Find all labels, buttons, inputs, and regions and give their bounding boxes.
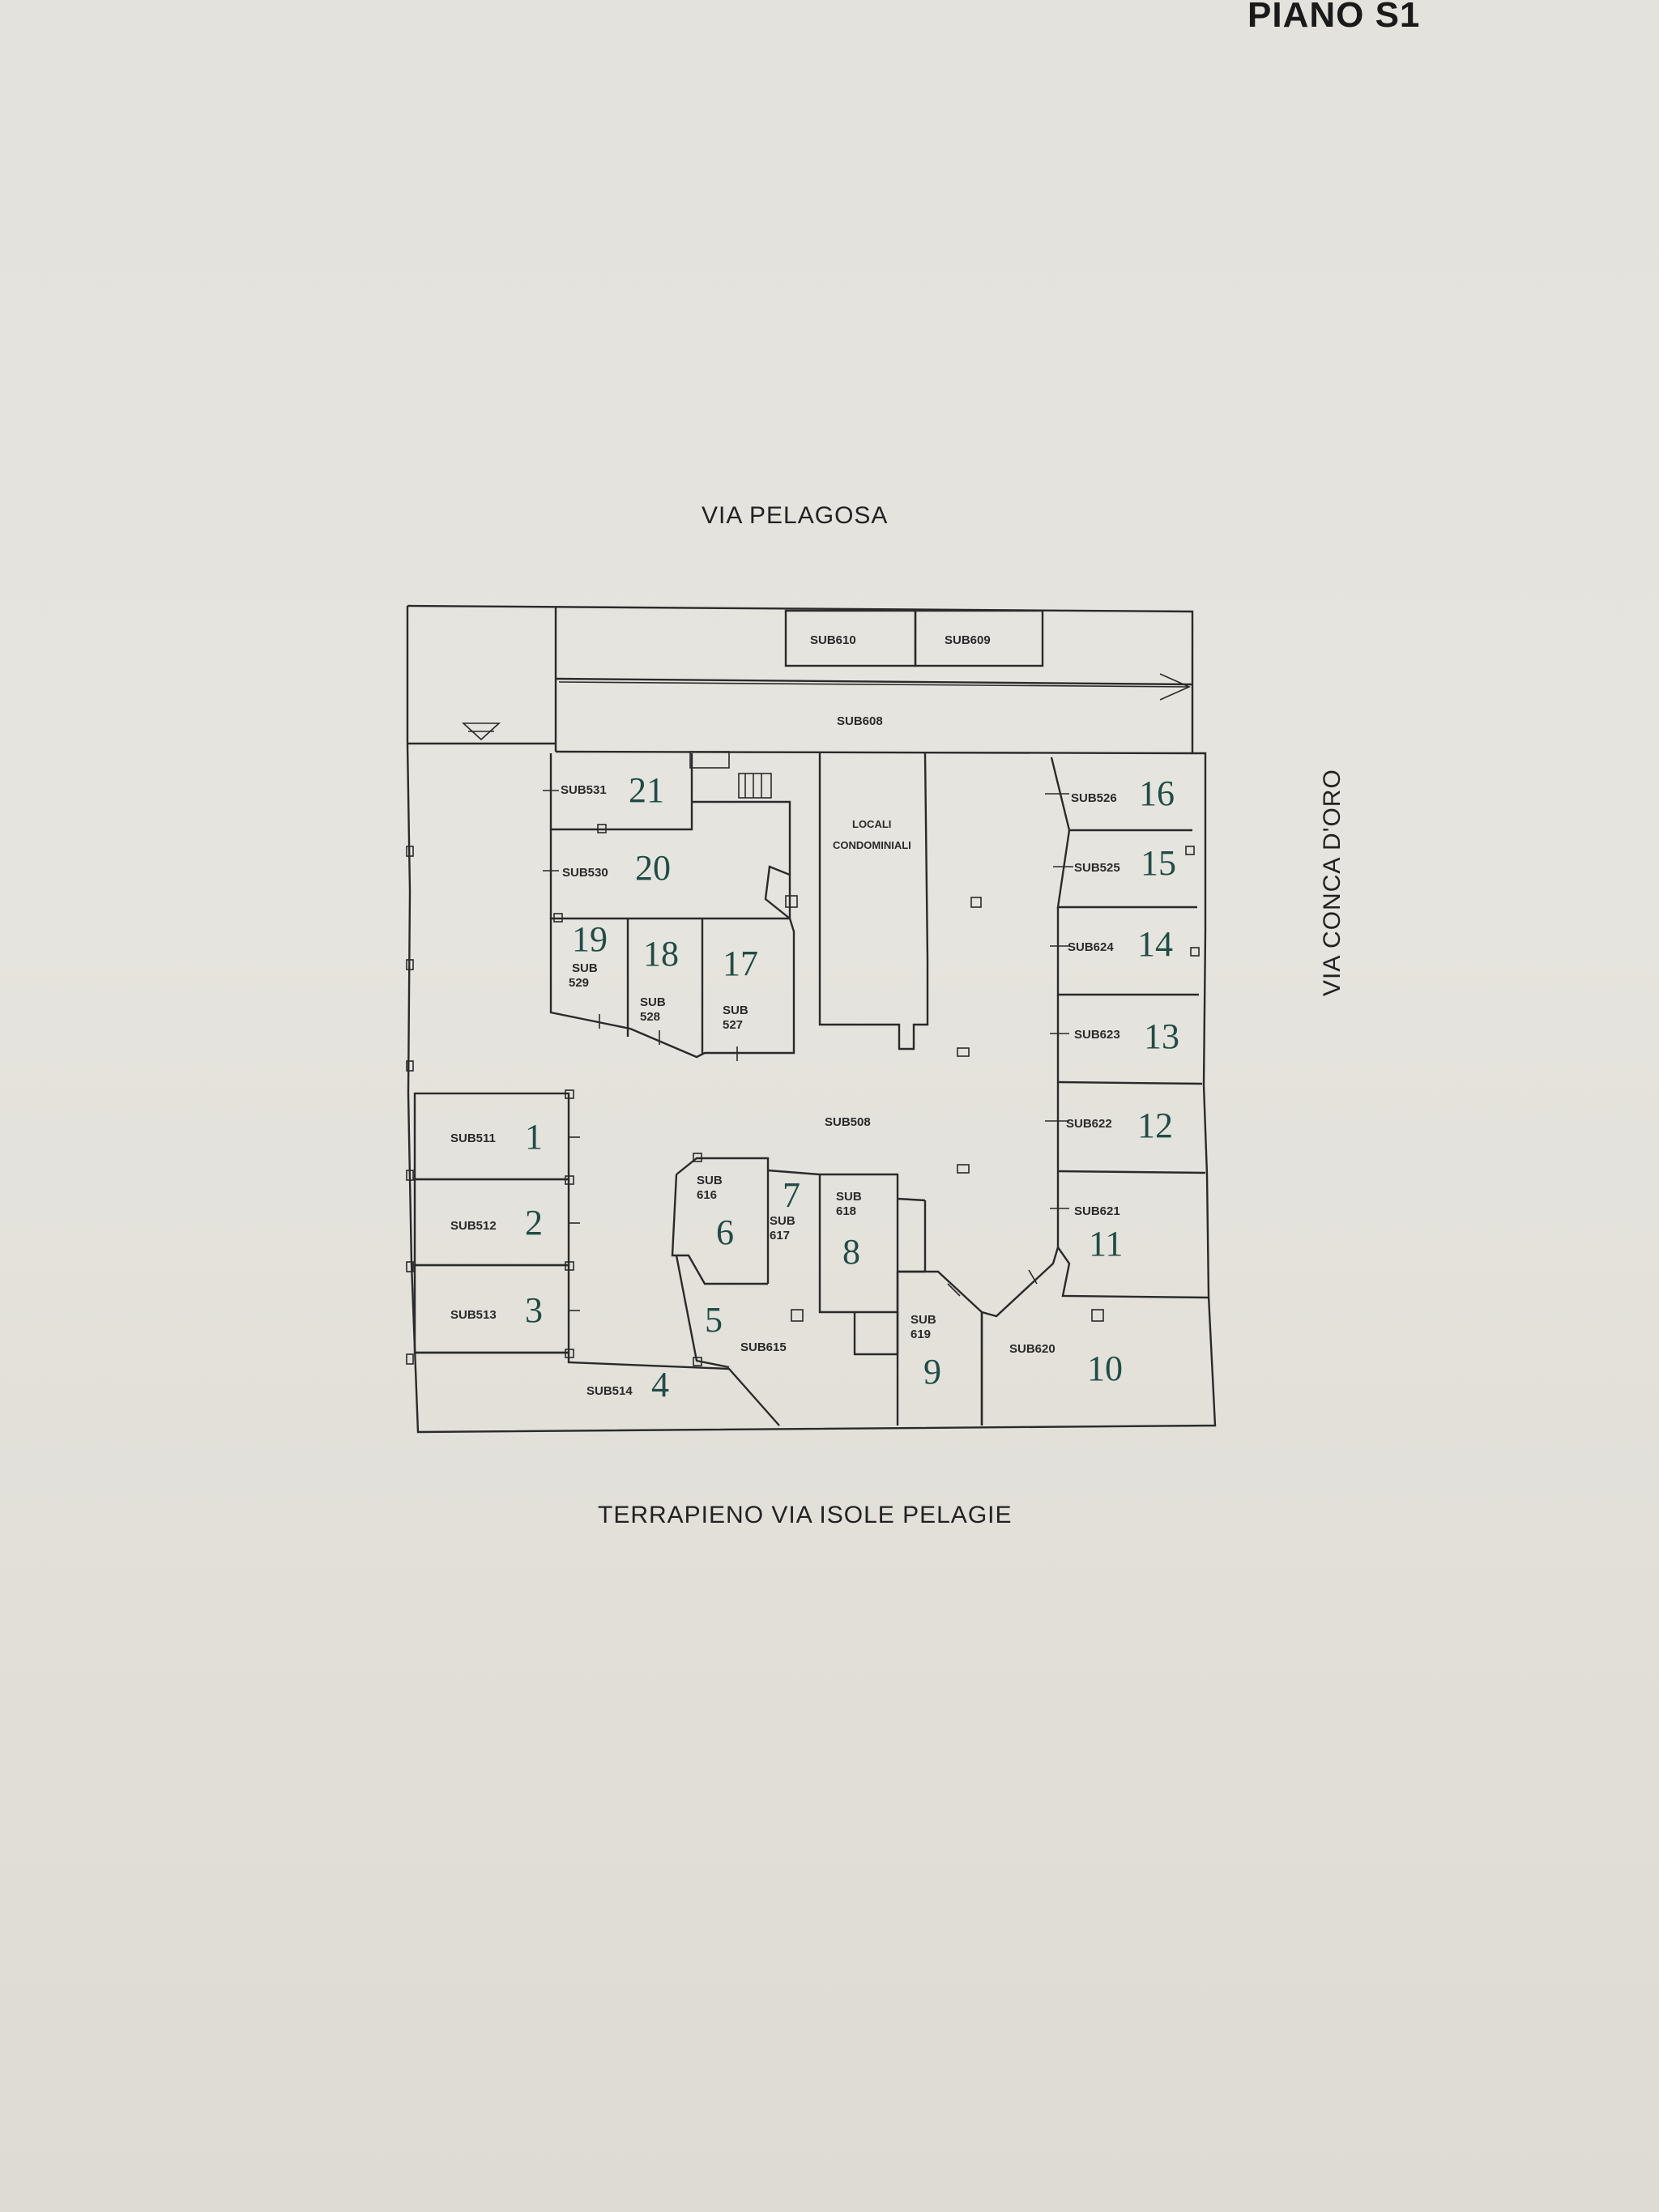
street-label-south: TERRAPIENO VIA ISOLE PELAGIE: [598, 1502, 1013, 1528]
label-sub609: SUB609: [945, 633, 991, 647]
label-sub608: SUB608: [837, 714, 883, 728]
label-sub508: SUB508: [825, 1115, 871, 1129]
unit-20-sub: SUB530: [562, 866, 608, 880]
unit-10-number: 10: [1087, 1349, 1123, 1388]
unit-18-sub-line1: SUB: [640, 995, 666, 1009]
unit-2-sub: SUB512: [450, 1219, 497, 1233]
locali-condominiali: [818, 752, 929, 1051]
unit-14-number: 14: [1137, 924, 1173, 964]
unit-17-number: 17: [723, 944, 758, 983]
page-title: PIANO S1: [1247, 0, 1421, 35]
unit-8-number: 8: [842, 1232, 860, 1272]
unit-16-number: 16: [1139, 774, 1175, 813]
unit-12-sub: SUB622: [1066, 1117, 1112, 1131]
unit-6-sub-line2: 616: [697, 1188, 717, 1202]
unit-11-number: 11: [1089, 1224, 1123, 1264]
unit-8-sub-line1: SUB: [836, 1190, 862, 1204]
unit-4: [415, 1351, 780, 1426]
unit-3-sub: SUB513: [450, 1308, 497, 1322]
unit-17-sub-line2: 527: [723, 1018, 743, 1032]
unit-13-number: 13: [1144, 1016, 1179, 1056]
unit-16-sub: SUB526: [1071, 791, 1117, 805]
unit-4-sub: SUB514: [586, 1384, 633, 1398]
unit-15-sub: SUB525: [1074, 861, 1120, 875]
unit-12-number: 12: [1137, 1106, 1173, 1145]
unit-18-number: 18: [643, 934, 679, 974]
unit-20-number: 20: [635, 848, 671, 888]
label-locali-line2: CONDOMINIALI: [833, 839, 911, 851]
ramp-arrow-line: [558, 681, 1188, 688]
ramp-arrow-icon: [1159, 673, 1191, 701]
center-bottom-units: [671, 1153, 1104, 1426]
unit-19-sub-line2: 529: [569, 976, 589, 990]
unit-7-number: 7: [783, 1175, 800, 1215]
unit-5-number: 5: [705, 1300, 723, 1340]
unit-10-sub: SUB620: [1009, 1342, 1056, 1356]
unit-19-sub-line1: SUB: [572, 961, 598, 975]
right-units: [1045, 757, 1209, 1299]
unit-8-sub-line2: 618: [836, 1204, 856, 1218]
unit-21-sub: SUB531: [561, 783, 607, 797]
unit-17-sub-line1: SUB: [723, 1004, 748, 1017]
unit-15-number: 15: [1141, 843, 1176, 883]
area-sub609: [914, 609, 1044, 667]
unit-6-number: 6: [716, 1213, 734, 1252]
label-sub610: SUB610: [810, 633, 856, 647]
upper-left-block: [543, 751, 798, 1061]
unit-2-number: 2: [525, 1203, 543, 1242]
label-locali-line1: LOCALI: [852, 818, 891, 830]
unit-1-sub: SUB511: [450, 1132, 496, 1145]
unit-9-number: 9: [923, 1352, 941, 1392]
street-label-north: VIA PELAGOSA: [702, 502, 889, 529]
unit-3-number: 3: [525, 1290, 543, 1330]
unit-6-sub-line1: SUB: [697, 1174, 723, 1187]
unit-19-number: 19: [572, 919, 608, 959]
building-outline: [406, 604, 1217, 1434]
unit-1-number: 1: [525, 1117, 543, 1157]
unit-13-sub: SUB623: [1074, 1028, 1120, 1042]
top-storage: [558, 609, 1191, 701]
unit-9-sub-line2: 619: [911, 1328, 931, 1341]
unit-14-sub: SUB624: [1068, 940, 1114, 954]
unit-9-sub-line1: SUB: [911, 1313, 936, 1327]
unit-5-sub: SUB615: [740, 1340, 787, 1354]
unit-7-sub-line2: 617: [770, 1229, 790, 1242]
unit-11-sub: SUB621: [1074, 1204, 1120, 1218]
unit-4-number: 4: [651, 1365, 669, 1404]
unit-7-sub-line1: SUB: [770, 1214, 795, 1228]
unit-18-sub-line2: 528: [640, 1010, 660, 1024]
unit-21-number: 21: [629, 770, 664, 810]
left-units: [413, 1089, 780, 1426]
